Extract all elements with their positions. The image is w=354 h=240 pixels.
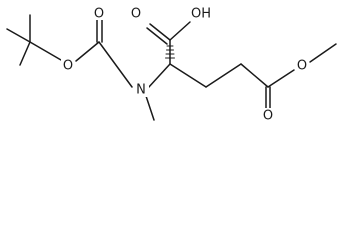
carboxyl-carbonyl-oxygen-label: O [131, 7, 141, 22]
hydroxyl-label: OH [191, 7, 211, 22]
bond-nitrogen-to-alpha-carbon [147, 63, 171, 89]
methyl-ester-group [265, 43, 337, 111]
carbamate-group [75, 19, 133, 88]
tert-butyl-group [6, 14, 62, 66]
bond-tbu-to-oxygen [29, 41, 62, 61]
bond-ester-oxygen-to-methyl [309, 43, 337, 63]
bond-gamma-carbon-to-ester-carbon [240, 63, 269, 88]
chemical-structure-diagram: O O N O OH O O [6, 6, 337, 124]
bond-n-methyl [145, 95, 155, 121]
ester-oxygen-label: O [297, 59, 307, 74]
atom-labels: O O N O OH O O [61, 6, 309, 124]
carbamate-carbonyl-oxygen-label: O [94, 7, 104, 22]
bond-carboxyl-c-o-double-a [149, 23, 171, 41]
bond-carbonyl-carbon-to-nitrogen [98, 41, 133, 88]
bond-beta-carbon-to-gamma-carbon [205, 63, 242, 88]
bond-tbu-methyl-bottom [19, 41, 31, 66]
amino-acid-backbone [146, 21, 269, 89]
bond-carboxyl-c-o-double-b [146, 27, 168, 45]
bond-ester-carbon-to-oxygen [267, 69, 295, 88]
stereo-hash-bond [165, 45, 175, 59]
bond-carboxyl-c-to-oh [169, 21, 191, 41]
bond-alpha-carbon-to-beta-carbon [169, 63, 207, 88]
nitrogen-label: N [136, 83, 146, 98]
bond-ester-oxygen-to-carbonyl-carbon [75, 41, 100, 62]
bond-tbu-methyl-left [6, 28, 31, 43]
carbamate-ester-oxygen-label: O [63, 59, 73, 74]
ester-carbonyl-oxygen-label: O [263, 109, 273, 124]
